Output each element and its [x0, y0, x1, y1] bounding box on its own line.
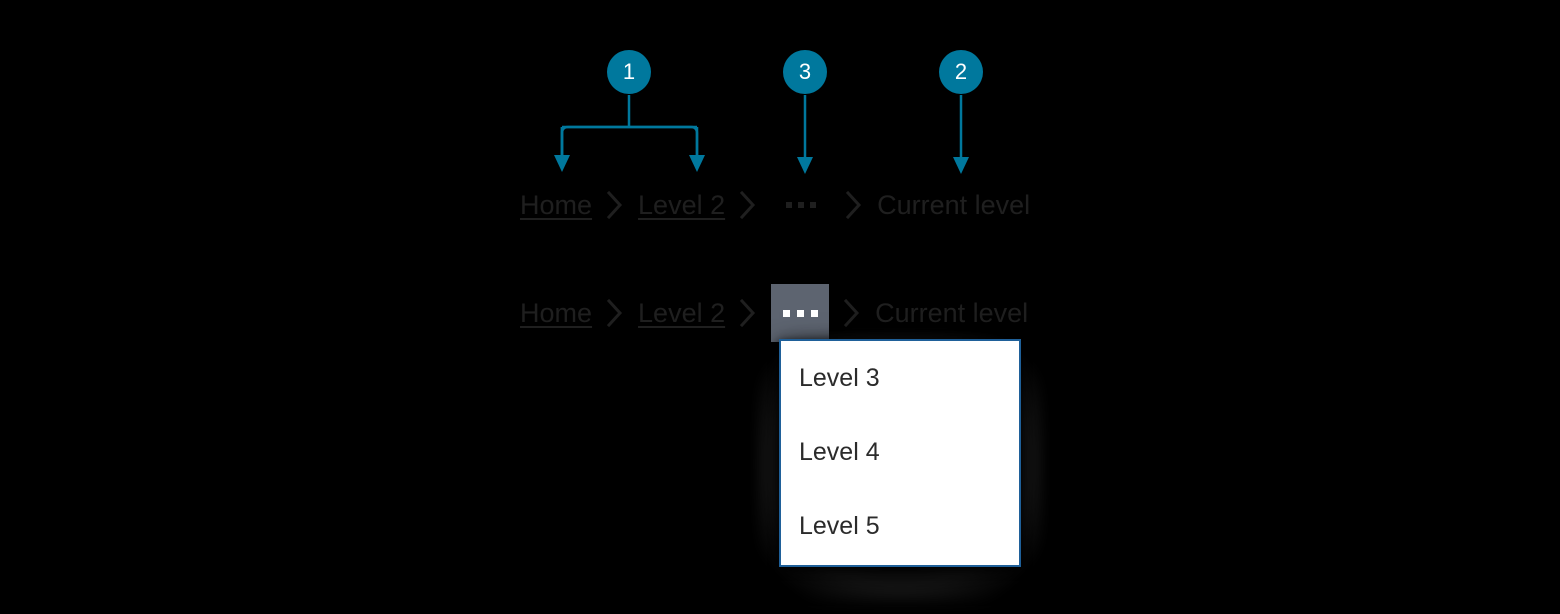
breadcrumb-item-home[interactable]: Home [520, 189, 593, 220]
overflow-menu: Level 3 Level 4 Level 5 [779, 339, 1021, 567]
callout-badge-1: 1 [607, 50, 651, 94]
breadcrumb-expanded: Home Level 2 Current level [520, 284, 1029, 342]
ellipsis-dot [782, 309, 790, 317]
menu-item-level-4[interactable]: Level 4 [799, 437, 880, 466]
ellipsis-dot [798, 202, 805, 208]
breadcrumb-overflow-ellipsis-icon[interactable] [771, 181, 831, 229]
callout-badge-3: 3 [783, 50, 827, 94]
callout-badge-2: 2 [939, 50, 983, 94]
menu-item-level-5[interactable]: Level 5 [799, 511, 880, 540]
menu-item-level-3[interactable]: Level 3 [799, 363, 880, 392]
breadcrumb-overflow-button-active[interactable] [771, 284, 830, 342]
breadcrumb-item-current: Current level [877, 189, 1031, 220]
chevron-right-icon [725, 181, 771, 229]
breadcrumb-item-home[interactable]: Home [520, 297, 593, 328]
breadcrumb-item-level-2[interactable]: Level 2 [638, 297, 726, 328]
ellipsis-dot [810, 309, 818, 317]
chevron-right-icon [592, 181, 638, 229]
chevron-right-icon [592, 289, 638, 337]
ellipsis-dot [796, 309, 804, 317]
breadcrumb-default: Home Level 2 Current level [520, 181, 1030, 229]
breadcrumb-item-level-2[interactable]: Level 2 [638, 189, 726, 220]
chevron-right-icon [831, 181, 877, 229]
ellipsis-dot [810, 202, 817, 208]
chevron-right-icon [829, 289, 875, 337]
chevron-right-icon [725, 289, 771, 337]
breadcrumb-item-current: Current level [875, 297, 1029, 328]
ellipsis-dot [786, 202, 793, 208]
